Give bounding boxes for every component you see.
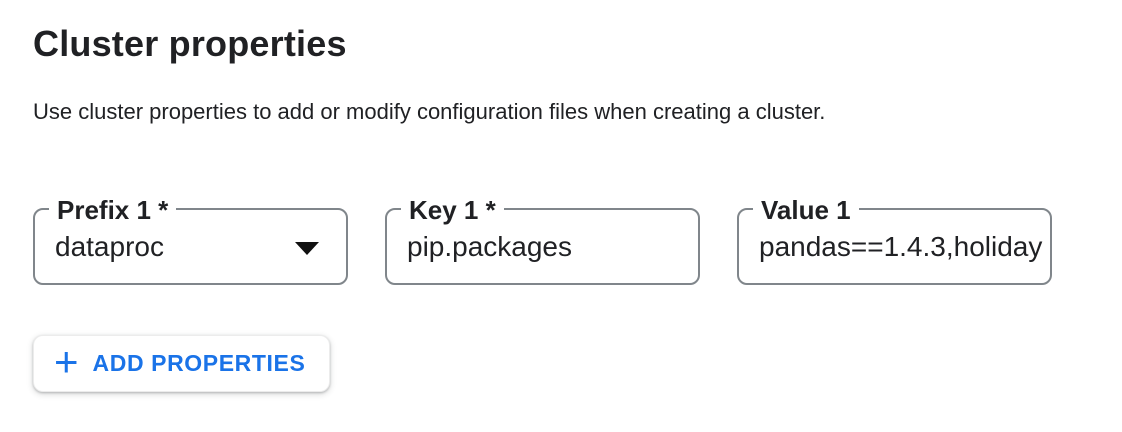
property-row: Prefix 1 * dataproc Key 1 * Value 1 [33,195,1122,285]
add-properties-button[interactable]: + ADD PROPERTIES [33,335,331,392]
prefix-selected-value: dataproc [55,230,164,262]
prefix-label: Prefix 1 * [49,195,177,225]
value-label: Value 1 [753,195,859,225]
value-field: Value 1 [737,195,1052,285]
add-properties-label: ADD PROPERTIES [92,350,306,376]
key-field: Key 1 * [385,195,700,285]
page-title: Cluster properties [33,23,347,64]
page-description: Use cluster properties to add or modify … [33,99,826,124]
plus-icon: + [54,337,79,385]
dropdown-arrow-icon [295,241,319,255]
key-label: Key 1 * [401,195,504,225]
prefix-dropdown[interactable]: Prefix 1 * dataproc [33,195,348,285]
